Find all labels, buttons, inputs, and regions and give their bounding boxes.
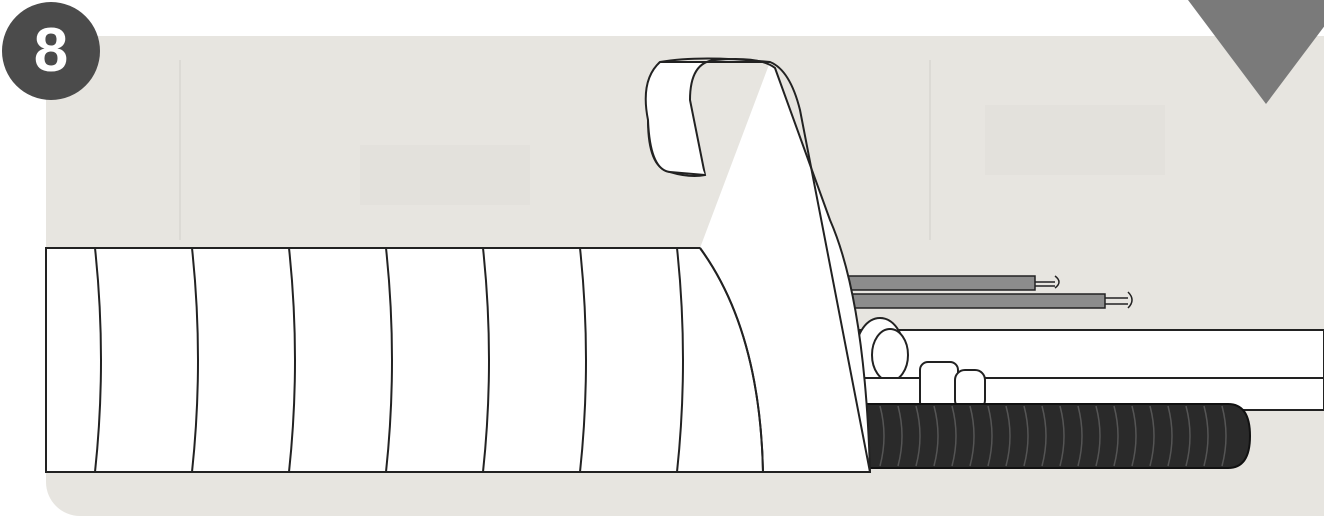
wire-end-strands-lower — [1105, 291, 1133, 309]
black-ribbed-cable — [859, 403, 1252, 469]
tape-wrap-seam — [676, 247, 684, 473]
tape-wrap-seam — [579, 247, 587, 473]
wire-end-strands-upper — [1035, 275, 1060, 289]
cable-rib — [1005, 405, 1011, 467]
cable-rib — [915, 405, 921, 467]
cable-rib — [1131, 405, 1137, 467]
cable-rib — [1203, 405, 1209, 467]
cable-rib — [1041, 405, 1047, 467]
taped-bundle — [45, 247, 791, 473]
cable-rib — [1059, 405, 1065, 467]
corner-triangle-marker-icon — [1188, 0, 1324, 104]
tape-wrap-seam — [288, 247, 296, 473]
grey-wire-lower — [839, 293, 1106, 309]
grey-wires — [839, 275, 1133, 309]
tape-wrap-seam — [385, 247, 393, 473]
cable-rib — [987, 405, 993, 467]
step-number: 8 — [33, 16, 69, 85]
step-number-badge: 8 — [2, 2, 100, 100]
background-faint-shapes — [179, 60, 1165, 240]
cable-rib — [879, 405, 885, 467]
cable-rib — [1095, 405, 1101, 467]
cable-rib — [951, 405, 957, 467]
cable-rib — [1221, 405, 1227, 467]
cable-rib — [969, 405, 975, 467]
tape-wrap-seam — [94, 247, 102, 473]
cable-gland-nut — [919, 361, 959, 411]
cable-rib — [1185, 405, 1191, 467]
cable-rib — [1077, 405, 1083, 467]
cable-rib — [1149, 405, 1155, 467]
cable-rib — [1023, 405, 1029, 467]
grey-wire-upper — [839, 275, 1036, 291]
cable-rib — [933, 405, 939, 467]
tape-wrap-seam — [482, 247, 490, 473]
tape-wrap-seam — [191, 247, 199, 473]
cable-rib — [1113, 405, 1119, 467]
cable-rib — [1167, 405, 1173, 467]
tape-strip-curl — [644, 57, 872, 473]
cable-rib — [897, 405, 903, 467]
